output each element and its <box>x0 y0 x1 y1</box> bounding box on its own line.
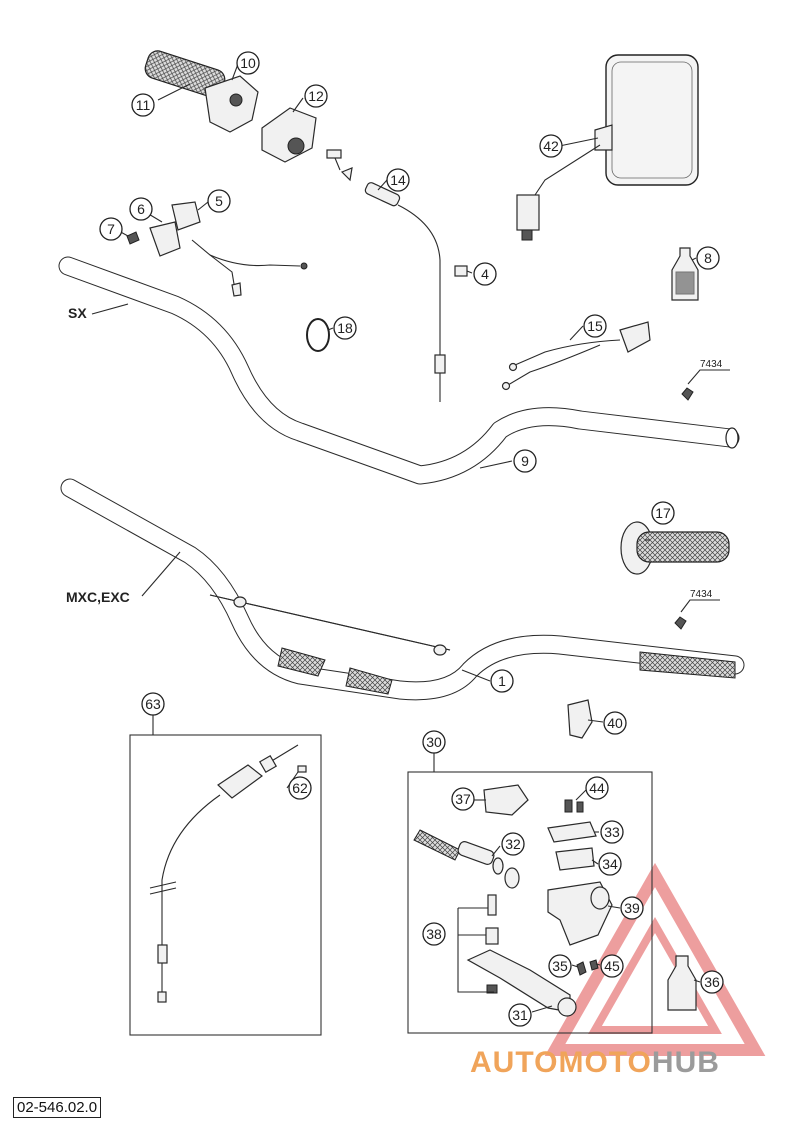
svg-text:38: 38 <box>426 926 442 942</box>
bar-clamp <box>567 699 593 739</box>
oil-bottle <box>671 247 699 301</box>
svg-text:36: 36 <box>704 974 720 990</box>
label-mxc-exc: MXC,EXC <box>66 589 130 605</box>
svg-text:63: 63 <box>145 696 161 712</box>
throttle-grip-assembly <box>144 50 259 133</box>
callout-62: 62 <box>288 776 312 800</box>
callout-45: 45 <box>600 954 624 978</box>
svg-text:18: 18 <box>337 320 353 336</box>
left-grip <box>620 521 730 575</box>
start-button-switch <box>501 321 651 391</box>
svg-text:35: 35 <box>552 958 568 974</box>
svg-text:14: 14 <box>390 172 406 188</box>
callout-32: 32 <box>501 832 525 856</box>
svg-text:1: 1 <box>498 673 506 689</box>
svg-text:17: 17 <box>655 505 671 521</box>
callout-35: 35 <box>548 954 572 978</box>
svg-text:34: 34 <box>602 856 618 872</box>
svg-text:12: 12 <box>308 88 324 104</box>
callout-9: 9 <box>513 449 537 473</box>
svg-text:31: 31 <box>512 1007 528 1023</box>
callout-38: 38 <box>422 922 446 946</box>
callouts: 10 11 12 14 42 5 6 7 4 8 18 15 9 17 1 40… <box>99 51 724 1027</box>
front-brake-box <box>407 752 697 1034</box>
callout-33: 33 <box>600 820 624 844</box>
callout-37: 37 <box>451 787 475 811</box>
callout-12: 12 <box>304 84 328 108</box>
tool-7434-top: 7434 <box>681 359 730 401</box>
svg-text:9: 9 <box>521 453 529 469</box>
throttle-cover <box>261 107 317 163</box>
svg-text:33: 33 <box>604 824 620 840</box>
callout-40: 40 <box>603 711 627 735</box>
callout-11: 11 <box>131 93 155 117</box>
callout-30: 30 <box>422 730 446 754</box>
watermark-text: AUTOMOTOHUB <box>470 1046 720 1080</box>
svg-text:39: 39 <box>624 900 640 916</box>
callout-18: 18 <box>333 316 357 340</box>
svg-text:42: 42 <box>543 138 559 154</box>
throttle-cable <box>326 149 446 402</box>
choke-cable-box <box>129 714 322 1036</box>
mirror <box>516 54 699 241</box>
handlebar-mxc-exc <box>60 478 745 701</box>
svg-text:4: 4 <box>481 266 489 282</box>
svg-text:6: 6 <box>137 201 145 217</box>
svg-text:11: 11 <box>136 97 151 113</box>
callout-14: 14 <box>386 168 410 192</box>
svg-text:62: 62 <box>292 780 308 796</box>
callout-7: 7 <box>99 217 123 241</box>
handlebar-sx <box>58 256 740 485</box>
callout-17: 17 <box>651 501 675 525</box>
svg-text:15: 15 <box>587 318 603 334</box>
callout-15: 15 <box>583 314 607 338</box>
svg-text:32: 32 <box>505 836 521 852</box>
nut <box>454 265 468 277</box>
callout-63: 63 <box>141 692 165 716</box>
callout-34: 34 <box>598 852 622 876</box>
label-sx: SX <box>68 305 87 321</box>
callout-31: 31 <box>508 1003 532 1027</box>
callout-42: 42 <box>539 134 563 158</box>
callout-5: 5 <box>207 189 231 213</box>
cable-tie <box>306 318 330 352</box>
svg-text:8: 8 <box>704 250 712 266</box>
callout-8: 8 <box>696 246 720 270</box>
callout-1: 1 <box>490 669 514 693</box>
svg-text:30: 30 <box>426 734 442 750</box>
svg-text:37: 37 <box>455 791 471 807</box>
svg-text:7434: 7434 <box>690 589 713 600</box>
svg-text:5: 5 <box>215 193 223 209</box>
diagram-code: 02-546.02.0 <box>13 1097 102 1118</box>
callout-6: 6 <box>129 197 153 221</box>
svg-text:45: 45 <box>604 958 620 974</box>
svg-text:10: 10 <box>240 55 256 71</box>
callout-10: 10 <box>236 51 260 75</box>
tool-7434-bottom: 7434 <box>674 589 720 630</box>
callout-39: 39 <box>620 896 644 920</box>
watermark-part2: HUB <box>651 1046 720 1079</box>
watermark-part1: AUTOMOTO <box>470 1046 652 1079</box>
kill-switch <box>126 201 308 297</box>
svg-text:40: 40 <box>607 715 623 731</box>
callout-4: 4 <box>473 262 497 286</box>
svg-text:44: 44 <box>589 780 605 796</box>
svg-text:7434: 7434 <box>700 359 723 370</box>
svg-text:7: 7 <box>107 221 115 237</box>
callout-44: 44 <box>585 776 609 800</box>
callout-36: 36 <box>700 970 724 994</box>
